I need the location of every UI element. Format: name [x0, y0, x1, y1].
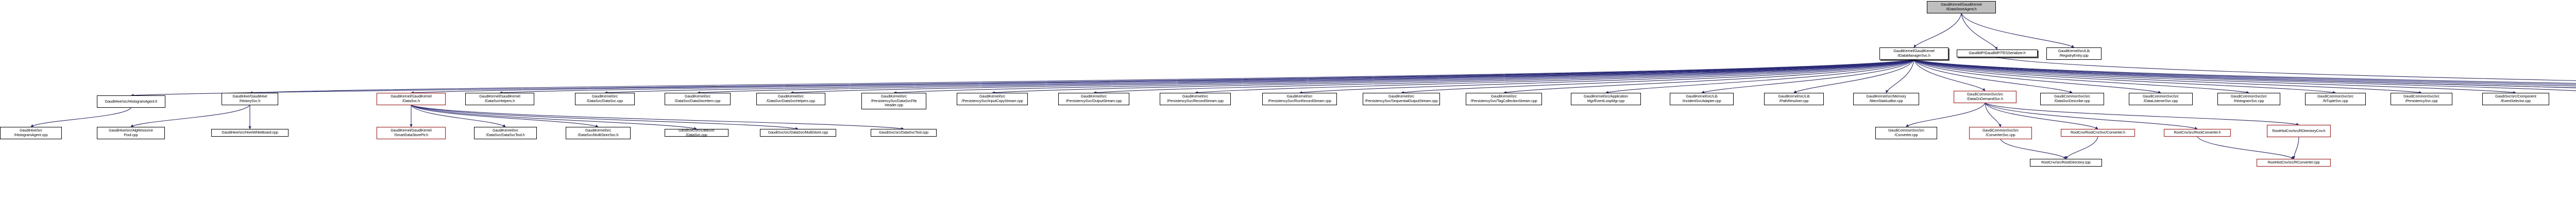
graph-node-label: GaudiCommonSvc/src /DataListenerSvc.cpp — [2142, 94, 2179, 103]
graph-node-label: GaudiCommonSvc/src /ConverterSvc.cpp — [1982, 128, 2019, 137]
graph-node-label: GaudiKernel/src/Lib /RegistryEntry.cpp — [2058, 48, 2090, 58]
graph-node-label: GaudiHive/GaudiHive /HistorySvc.h — [232, 94, 267, 103]
graph-node[interactable]: GaudiKernel/src /PersistencySvc/InputCop… — [957, 93, 1028, 105]
graph-node-label: GaudiKernel/src /PersistencySvc/TagColle… — [1470, 94, 1537, 103]
graph-node-label: GaudiHive/src/HiveWhiteBoard.cpp — [222, 130, 278, 135]
graph-node-label: GaudiKernel/src /PersistencySvc/InputCop… — [961, 94, 1023, 103]
graph-node-label: GaudiKernel/src/Lib /IncidentSvcAdapter.… — [1682, 94, 1721, 103]
graph-node[interactable]: GaudiKernel/GaudiKernel /DataSvc.h — [377, 93, 446, 105]
graph-node-label: GaudiSvc/src/DataSvc/MultiStore.cpp — [768, 130, 828, 135]
graph-node[interactable]: RootCnv/RootCnvSvc/Converter.h — [2061, 129, 2135, 137]
graph-node-label: GaudiHive/src /HistogramAgent.cpp — [14, 128, 48, 137]
graph-node[interactable]: GaudiCommonSvc/src /DataOnDemandSvc.h — [1954, 91, 2016, 103]
graph-node[interactable]: GaudiHive/GaudiHive /HistorySvc.h — [222, 93, 278, 105]
graph-node-label: GaudiCommonSvc/src /DataOnDemandSvc.h — [1967, 92, 2004, 101]
graph-node-label: GaudiKernel/src/Application Mgr/EventLoo… — [1584, 94, 1628, 103]
graph-node[interactable]: RootCnv/src/RootConverter.h — [2164, 129, 2231, 137]
graph-node[interactable]: GaudiKernel/src /DataSvc/MultiStoreSvc.h — [566, 127, 631, 139]
graph-node-label: RootHistCnv/src/RConverter.cpp — [2267, 160, 2320, 165]
graph-node[interactable]: GaudiCommonSvc/src /DataListenerSvc.cpp — [2129, 93, 2193, 105]
graph-node[interactable]: GaudiKernel/src/Lib /PathResolver.cpp — [1764, 93, 1824, 105]
graph-node[interactable]: GaudiHive/src/AlgResource Pool.cpp — [97, 127, 165, 139]
graph-node-label: GaudiCommonSvc/src /DataSvcDescribe.cpp — [2054, 94, 2091, 103]
graph-node-label: GaudiKernel/src /PersistencySvc/RecordSt… — [1167, 94, 1224, 103]
graph-node[interactable]: GaudiKernel/GaudiKernel /SmartDataStoreP… — [377, 127, 446, 139]
graph-node-label: GaudiSvc/src/DataSvc /DataSvc.cpp — [679, 127, 715, 137]
graph-root-node[interactable]: GaudiKernel/GaudiKernel /IDataStoreAgent… — [1927, 1, 1996, 13]
graph-node-label: GaudiKernel/src /DataSvc/DataSvcHelpers.… — [767, 94, 815, 103]
graph-node[interactable]: GaudiSvc/src/DataSvc/MultiStore.cpp — [760, 129, 836, 137]
graph-node[interactable]: GaudiKernel/GaudiKernel /IDataManagerSvc… — [1879, 47, 1948, 60]
graph-node-label: GaudiKernel/src /DataSvc/DataSvc.cpp — [587, 94, 623, 103]
graph-node-label: GaudiKernel/GaudiKernel /DataSvcHelpers.… — [479, 94, 520, 103]
graph-node-label: GaudiKernel/src /PersistencySvc/OutputSt… — [1065, 94, 1122, 103]
graph-node[interactable]: GaudiSvc/src/DataSvc /DataSvc.cpp — [665, 127, 728, 137]
graph-node[interactable]: GaudiMP/GaudiMP/TESSerializer.h — [1957, 50, 2038, 57]
graph-node-label: RootCnv/RootCnvSvc/Converter.h — [2070, 130, 2126, 135]
graph-node-label: GaudiKernel/GaudiKernel /IDataStoreAgent… — [1941, 2, 1982, 11]
graph-node-label: GaudiKernel/GaudiKernel /IDataManagerSvc… — [1893, 48, 1935, 58]
graph-node[interactable]: GaudiCommonSvc/src /NTupleSvc.cpp — [2305, 93, 2366, 105]
graph-node-label: GaudiKernel/src /PersistencySvc/Sequenti… — [1365, 94, 1438, 103]
graph-node-label: GaudiKernel/src /PersistencySvc/RunRecor… — [1268, 94, 1331, 103]
graph-node[interactable]: GaudiKernel/src /PersistencySvc/DataSvcF… — [861, 93, 926, 109]
graph-node-label: RootHistCnv/src/RDirectoryCnv.h — [2272, 128, 2326, 133]
graph-node-label: GaudiKernel/src/Memory /MemStatAuditor.c… — [1866, 94, 1906, 103]
graph-node-label: GaudiKernel/src /DataSvc/DataStoreItem.c… — [674, 94, 721, 103]
graph-node[interactable]: RootHistCnv/src/RDirectoryCnv.h — [2267, 125, 2331, 137]
graph-node[interactable]: GaudiCommonSvc/src /Converter.cpp — [1875, 127, 1937, 139]
graph-node-label: GaudiSvc/src/DataSvcTool.cpp — [879, 130, 928, 135]
graph-node[interactable]: GaudiKernel/src/Memory /MemStatAuditor.c… — [1853, 93, 1919, 105]
graph-node[interactable]: GaudiKernel/src /PersistencySvc/RecordSt… — [1160, 93, 1231, 105]
graph-node-label: RootCnv/src/RootConverter.h — [2174, 130, 2221, 135]
graph-node-label: GaudiCommonSvc/src /NTupleSvc.cpp — [2317, 94, 2354, 103]
graph-node[interactable]: RootCnv/src/RootDirectory.cpp — [2030, 159, 2102, 167]
graph-node[interactable]: GaudiKernel/src /DataSvc/DataStoreItem.c… — [665, 93, 731, 105]
graph-node-label: RootCnv/src/RootDirectory.cpp — [2041, 160, 2091, 165]
graph-node-label: GaudiHive/src/AlgResource Pool.cpp — [109, 128, 153, 137]
graph-node-label: GaudiHive/src/HistogramAgent.h — [105, 99, 158, 104]
graph-node[interactable]: GaudiSvc/src/Component /EventSelector.cp… — [2482, 93, 2549, 105]
graph-node[interactable]: GaudiKernel/src /PersistencySvc/RunRecor… — [1262, 93, 1337, 105]
graph-node[interactable]: GaudiHive/src /HistogramAgent.cpp — [0, 127, 62, 139]
graph-node-label: GaudiKernel/src /DataSvc/MultiStoreSvc.h — [578, 128, 619, 137]
graph-node[interactable]: GaudiKernel/src/Lib /IncidentSvcAdapter.… — [1670, 93, 1734, 105]
graph-node-label: GaudiKernel/GaudiKernel /SmartDataStoreP… — [391, 128, 432, 137]
graph-node[interactable]: GaudiKernel/src /DataSvc/DataSvcTool.h — [474, 127, 537, 139]
graph-node[interactable]: GaudiKernel/src /DataSvc/DataSvcHelpers.… — [756, 93, 825, 105]
graph-node[interactable]: GaudiKernel/src /PersistencySvc/Sequenti… — [1363, 93, 1440, 105]
graph-node-label: GaudiMP/GaudiMP/TESSerializer.h — [1969, 51, 2026, 56]
graph-node-label: GaudiSvc/src/Component /EventSelector.cp… — [2495, 94, 2536, 103]
graph-node[interactable]: GaudiKernel/src /DataSvc/DataSvc.cpp — [575, 93, 635, 105]
graph-node[interactable]: GaudiKernel/GaudiKernel /DataSvcHelpers.… — [465, 93, 534, 105]
graph-node[interactable]: GaudiHive/src/HistogramAgent.h — [97, 95, 165, 108]
graph-node-label: GaudiKernel/src /PersistencySvc/DataSvcF… — [871, 93, 917, 108]
graph-node[interactable]: GaudiCommonSvc/src /HistogramSvc.cpp — [2217, 93, 2280, 105]
graph-node[interactable]: GaudiKernel/src /PersistencySvc/TagColle… — [1466, 93, 1542, 105]
graph-node[interactable]: RootHistCnv/src/RConverter.cpp — [2257, 159, 2331, 167]
graph-node[interactable]: GaudiSvc/src/DataSvcTool.cpp — [871, 129, 937, 137]
graph-node-label: GaudiCommonSvc/src /PersistencySvc.cpp — [2403, 94, 2440, 103]
graph-node[interactable]: GaudiCommonSvc/src /PersistencySvc.cpp — [2391, 93, 2452, 105]
graph-node[interactable]: GaudiKernel/src /PersistencySvc/OutputSt… — [1058, 93, 1129, 105]
graph-node-label: GaudiKernel/GaudiKernel /DataSvc.h — [391, 94, 432, 103]
graph-node[interactable]: GaudiCommonSvc/src /ConverterSvc.cpp — [1969, 127, 2032, 139]
graph-node-label: GaudiCommonSvc/src /Converter.cpp — [1888, 128, 1925, 137]
graph-node[interactable]: GaudiCommonSvc/src /DataSvcDescribe.cpp — [2040, 93, 2104, 105]
graph-node-label: GaudiKernel/src/Lib /PathResolver.cpp — [1778, 94, 1810, 103]
graph-node[interactable]: GaudiHive/src/HiveWhiteBoard.cpp — [211, 129, 289, 137]
graph-node-label: GaudiKernel/src /DataSvc/DataSvcTool.h — [486, 128, 525, 137]
graph-node[interactable]: GaudiKernel/src/Lib /RegistryEntry.cpp — [2046, 47, 2102, 60]
graph-node[interactable]: GaudiKernel/src/Application Mgr/EventLoo… — [1571, 93, 1641, 105]
graph-node-label: GaudiCommonSvc/src /HistogramSvc.cpp — [2230, 94, 2267, 103]
